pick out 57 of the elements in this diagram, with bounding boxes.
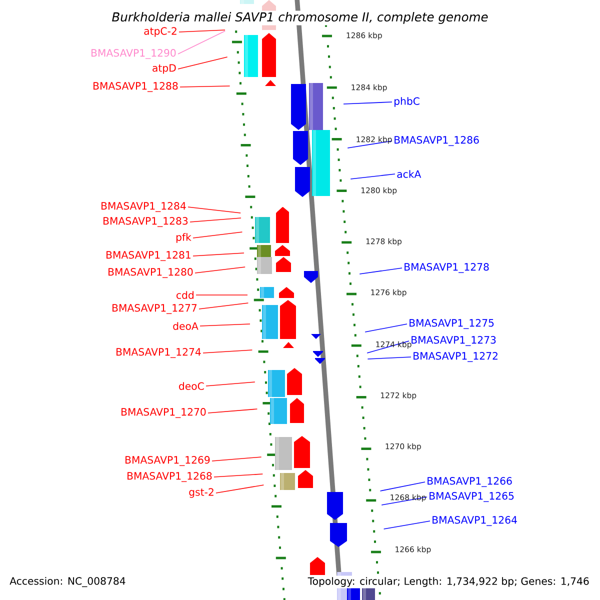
leader-line — [190, 218, 242, 222]
gene-label: BMASAVP1_1273 — [412, 336, 496, 346]
gene-label: BMASAVP1_1269 — [126, 456, 210, 466]
gene-label: BMASAVP1_1288 — [94, 82, 178, 92]
leader-line — [192, 232, 243, 238]
gene-label: atpD — [152, 64, 176, 74]
gene-label: BMASAVP1_1272 — [414, 352, 498, 362]
gene-label: BMASAVP1_1274 — [116, 348, 201, 358]
gene-label: gst-2 — [189, 488, 214, 498]
gene-label: BMASAVP1_1277 — [112, 304, 197, 314]
gene-label: BMASAVP1_1278 — [404, 263, 489, 273]
leader-line — [216, 484, 264, 494]
gene-label: BMASAVP1_1290 — [92, 49, 176, 59]
leader-line — [194, 266, 246, 274]
gene-label: BMASAVP1_1286 — [394, 136, 479, 146]
gene-label: BMASAVP1_1268 — [128, 472, 212, 482]
gene-label: cdd — [176, 291, 194, 299]
gene-label: ackA — [397, 170, 422, 178]
gene-label: BMASAVP1_1265 — [430, 492, 514, 502]
gene-label: BMASAVP1_1280 — [108, 268, 193, 278]
leader-line — [359, 268, 402, 274]
gene-label: pfk — [176, 233, 192, 243]
gene-label: BMASAVP1_1266 — [428, 477, 512, 487]
gene-label: phbC — [394, 97, 420, 107]
leader-line — [214, 474, 264, 478]
leader-line — [178, 30, 226, 32]
leader-line — [202, 350, 253, 354]
leader-line — [196, 294, 248, 296]
gene-label: deoC — [179, 382, 204, 390]
accession-text: Accession: NC_008784 — [8, 576, 128, 588]
leader-line — [366, 340, 410, 354]
leader-line — [383, 520, 430, 530]
leader-line — [178, 56, 228, 70]
leader-line — [364, 324, 408, 332]
leader-line — [367, 356, 412, 360]
gene-label: deoA — [173, 322, 198, 330]
leader-line — [350, 174, 396, 180]
leader-line — [343, 102, 392, 104]
leader-line — [208, 408, 258, 414]
leader-line — [212, 456, 262, 462]
gene-label: BMASAVP1_1275 — [410, 319, 494, 329]
gene-label: BMASAVP1_1264 — [432, 516, 517, 526]
leader-line — [206, 382, 256, 386]
leader-line — [347, 140, 392, 148]
gene-label: BMASAVP1_1284 — [102, 202, 186, 212]
leader-line — [200, 324, 250, 326]
gene-label: BMASAVP1_1270 — [122, 408, 206, 418]
leader-line — [192, 252, 244, 256]
leader-line — [178, 30, 226, 54]
leader-line — [180, 86, 230, 88]
gene-label: atpC-2 — [144, 27, 176, 37]
leader-line — [198, 302, 249, 310]
gene-label: BMASAVP1_1283 — [104, 217, 188, 227]
leader-line — [380, 482, 426, 492]
leader-line — [188, 206, 241, 214]
map-title: Burkholderia mallei SAVP1 chromosome II, complete genome — [110, 10, 490, 26]
gene-label: BMASAVP1_1281 — [106, 251, 190, 261]
